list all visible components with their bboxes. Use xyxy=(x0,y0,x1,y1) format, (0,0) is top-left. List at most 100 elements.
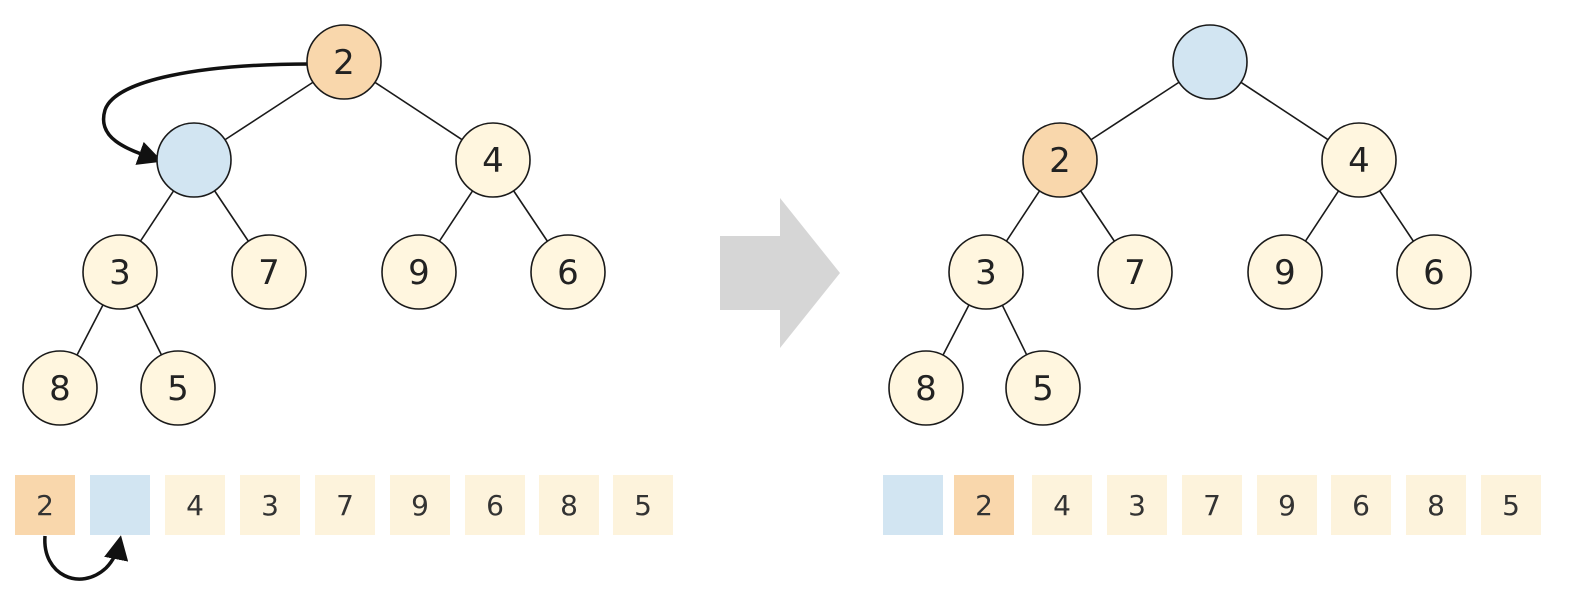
after-array-cell-box xyxy=(1406,475,1466,535)
after-array-cell-box xyxy=(1032,475,1092,535)
before-tree-node-circle xyxy=(530,234,606,310)
after-tree-node: 4 xyxy=(1321,122,1397,198)
after-array-cell-box xyxy=(883,475,943,535)
after-array-cell xyxy=(883,475,943,535)
before-array-cell: 6 xyxy=(465,475,525,535)
after-array-cell: 9 xyxy=(1257,475,1317,535)
before-tree-node-circle xyxy=(381,234,457,310)
before-tree-node xyxy=(156,122,232,198)
before-tree-node-label: 8 xyxy=(49,369,71,409)
before-tree-edges xyxy=(76,81,549,356)
before-tree-node-circle xyxy=(140,350,216,426)
after-tree-node xyxy=(1172,24,1248,100)
after-tree-node-circle xyxy=(1172,24,1248,100)
before-tree-node: 4 xyxy=(455,122,531,198)
after-array-cell: 3 xyxy=(1107,475,1167,535)
after-array-cell-label: 4 xyxy=(1053,489,1071,522)
before-array-cell-box xyxy=(165,475,225,535)
before-tree-node: 9 xyxy=(381,234,457,310)
after-tree-edge xyxy=(1001,304,1028,356)
before-array-cell: 7 xyxy=(315,475,375,535)
after-tree-node: 6 xyxy=(1396,234,1472,310)
before-array-cell: 8 xyxy=(539,475,599,535)
after-tree-node-label: 2 xyxy=(1049,141,1071,181)
after-array-cell: 4 xyxy=(1032,475,1092,535)
after-array-cell-label: 2 xyxy=(975,489,993,522)
after-array-cell-label: 7 xyxy=(1203,489,1221,522)
after-tree-node-circle xyxy=(888,350,964,426)
arrow-right-icon xyxy=(720,198,840,348)
after-tree-edges xyxy=(942,81,1415,356)
before-tree-node: 2 xyxy=(306,24,382,100)
before-tree-node-circle xyxy=(231,234,307,310)
before-tree-node: 6 xyxy=(530,234,606,310)
after-tree-node-label: 3 xyxy=(975,253,997,293)
before-array-cell-box xyxy=(315,475,375,535)
before-tree-node: 8 xyxy=(22,350,98,426)
after-array-cell: 2 xyxy=(954,475,1014,535)
after-array-cell-box xyxy=(954,475,1014,535)
after-tree-node-circle xyxy=(948,234,1024,310)
after-tree-node-circle xyxy=(1247,234,1323,310)
before-array-cell-box xyxy=(465,475,525,535)
after-tree-edge xyxy=(942,304,970,356)
after-tree-edge xyxy=(1240,81,1329,141)
before-array-cell: 2 xyxy=(15,475,75,535)
after-array-cell-label: 9 xyxy=(1278,489,1296,522)
before-tree-node: 7 xyxy=(231,234,307,310)
before-array-cell: 3 xyxy=(240,475,300,535)
before-tree-node-circle xyxy=(22,350,98,426)
before-array-cell-box xyxy=(390,475,450,535)
after-array-cell-label: 3 xyxy=(1128,489,1146,522)
before-array-cell xyxy=(90,475,150,535)
before-array-cell-box xyxy=(240,475,300,535)
after-array-cell-label: 5 xyxy=(1502,489,1520,522)
after-tree-node: 3 xyxy=(948,234,1024,310)
before-tree-node-label: 5 xyxy=(167,369,189,409)
before-array-cell-label: 6 xyxy=(486,489,504,522)
after-array-cell-box xyxy=(1182,475,1242,535)
after-tree-node: 5 xyxy=(1005,350,1081,426)
before-tree-move-arrow xyxy=(101,62,311,165)
after-tree-node-label: 5 xyxy=(1032,369,1054,409)
after-array-cell-box xyxy=(1331,475,1391,535)
after-array-cell-label: 8 xyxy=(1427,489,1445,522)
after-tree-edge xyxy=(1304,190,1340,242)
after-tree-edge xyxy=(1090,81,1180,141)
before-array-cell-box xyxy=(90,475,150,535)
after-array-cell: 8 xyxy=(1406,475,1466,535)
before-array-cell-label: 5 xyxy=(634,489,652,522)
before-array-cell-label: 8 xyxy=(560,489,578,522)
before-tree-edge xyxy=(213,190,250,242)
after-tree-edge xyxy=(1079,190,1116,242)
before-array-cell: 4 xyxy=(165,475,225,535)
before-tree-edge xyxy=(512,190,549,242)
before-tree-node-circle xyxy=(156,122,232,198)
after-tree-node-circle xyxy=(1396,234,1472,310)
before-array-cell-label: 2 xyxy=(36,489,54,522)
before-tree-edge xyxy=(76,304,104,356)
before-array-cell-label: 9 xyxy=(411,489,429,522)
before-tree-node-label: 7 xyxy=(258,253,280,293)
after-tree-node-circle xyxy=(1097,234,1173,310)
after-tree-node: 9 xyxy=(1247,234,1323,310)
before-array-cell-box xyxy=(613,475,673,535)
after-tree-node-label: 9 xyxy=(1274,253,1296,293)
before-array-move-arrow xyxy=(43,535,129,581)
before-tree-node: 5 xyxy=(140,350,216,426)
before-tree-node-label: 4 xyxy=(482,141,504,181)
before-tree-node-label: 9 xyxy=(408,253,430,293)
before-tree-node-circle xyxy=(82,234,158,310)
before-tree-edge xyxy=(374,81,463,141)
after-tree-node-label: 7 xyxy=(1124,253,1146,293)
